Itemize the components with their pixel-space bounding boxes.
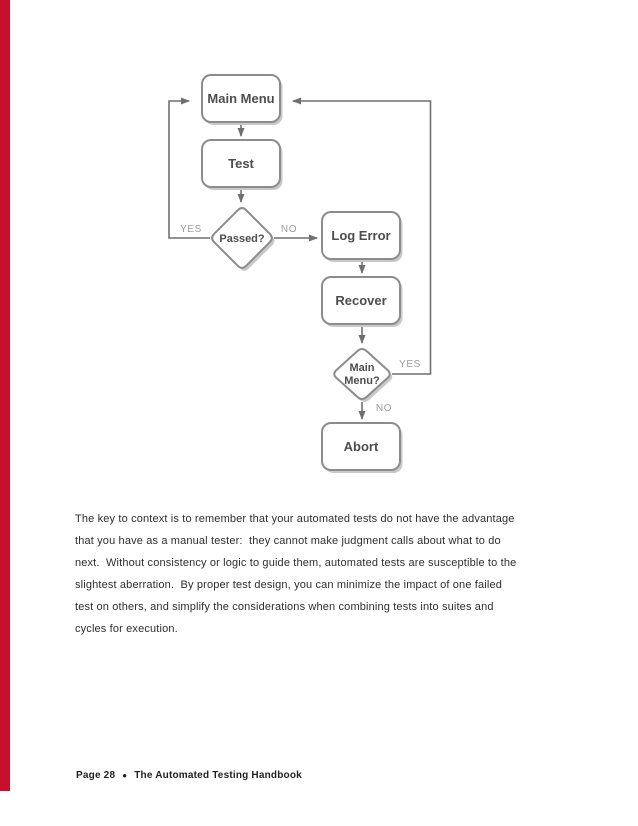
- paragraph-line: The key to context is to remember that y…: [75, 513, 515, 525]
- footer-book-title: The Automated Testing Handbook: [134, 770, 302, 781]
- paragraph-line: that you have as a manual tester: they c…: [75, 535, 501, 547]
- node-main-menu-label: Main Menu: [207, 91, 274, 106]
- node-log-error: Log Error: [321, 211, 403, 262]
- node-abort-box: [321, 422, 401, 471]
- node-abort: Abort: [321, 422, 403, 473]
- node-recover: Recover: [321, 276, 403, 327]
- footer-page-number: Page 28: [76, 770, 116, 781]
- node-test-box: [201, 139, 281, 188]
- paragraph-line: next. Without consistency or logic to gu…: [75, 557, 517, 569]
- edge-label-main-menu-q-no: NO: [376, 403, 392, 414]
- node-main-menu: Main Menu: [201, 74, 283, 125]
- node-passed-label: Passed?: [219, 233, 265, 245]
- page-edge-accent-bar: [0, 0, 10, 791]
- paragraph-line: test on others, and simplify the conside…: [75, 601, 494, 613]
- node-test: Test: [201, 139, 283, 190]
- node-log-error-box: [321, 211, 401, 260]
- node-main-menu-q-label-line2: Menu?: [344, 375, 380, 387]
- node-recover-label: Recover: [335, 293, 386, 308]
- test-flow-diagram: Main Menu Test Passed? Log Error Recover…: [168, 74, 432, 473]
- edge-main-menu-q-yes-loop: [292, 97, 432, 375]
- node-main-menu-q-diamond: [333, 348, 391, 400]
- paragraph-line: cycles for execution.: [75, 623, 178, 635]
- node-passed-diamond: [211, 207, 273, 269]
- node-passed-decision: Passed?: [211, 207, 275, 271]
- node-main-menu-q-label-line1: Main: [349, 362, 374, 374]
- flow-edges: [168, 97, 432, 420]
- node-abort-label: Abort: [344, 439, 379, 454]
- node-main-menu-box: [201, 74, 281, 123]
- edge-label-passed-no: NO: [281, 224, 297, 235]
- body-paragraph: The key to context is to remember that y…: [75, 508, 516, 640]
- flow-edge-labels: YES NO YES NO: [180, 224, 421, 414]
- page-footer: Page 28 ● The Automated Testing Handbook: [76, 770, 302, 781]
- paragraph-line: slightest aberration. By proper test des…: [75, 579, 502, 591]
- edge-label-main-menu-q-yes: YES: [399, 359, 421, 370]
- node-main-menu-q-decision: Main Menu?: [333, 348, 393, 402]
- bullet-icon: ●: [122, 770, 128, 780]
- edge-passed-yes-loop: [168, 97, 210, 239]
- node-test-label: Test: [228, 156, 254, 171]
- node-log-error-label: Log Error: [331, 228, 390, 243]
- edge-label-passed-yes: YES: [180, 224, 202, 235]
- node-recover-box: [321, 276, 401, 325]
